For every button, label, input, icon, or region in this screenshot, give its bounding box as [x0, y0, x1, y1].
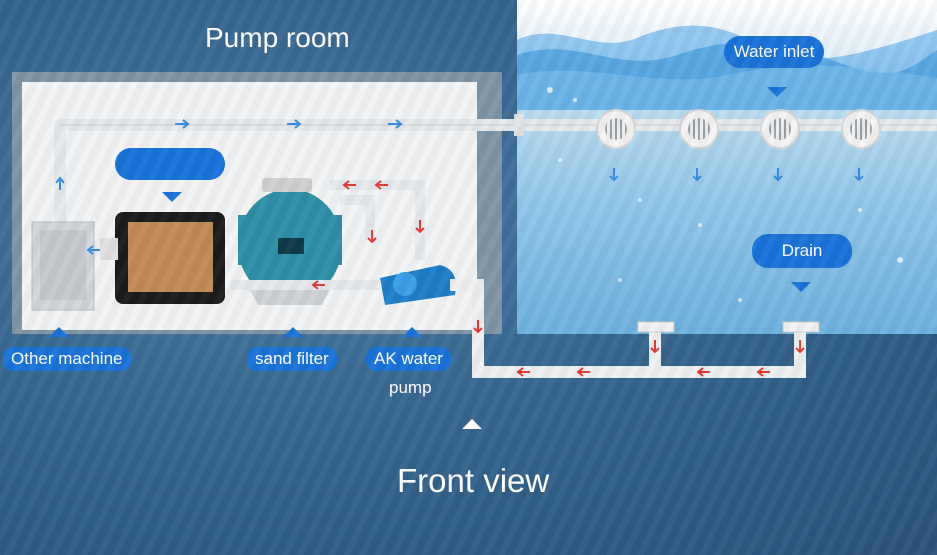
blank-label-pill: [115, 148, 225, 180]
return-flow-arrows: [311, 180, 805, 377]
triangle-pointer-icon: [283, 327, 303, 337]
triangle-pointer-icon: [767, 87, 787, 97]
return-pipe: [450, 279, 806, 378]
drain-fitting-1: [637, 321, 675, 333]
pump-label-line2: pump: [389, 378, 432, 397]
triangle-pointer-icon: [791, 282, 811, 292]
pump-label-line1: AK water: [366, 347, 451, 371]
triangle-pointer-icon: [462, 419, 482, 429]
water-surface-wave: [517, 25, 937, 110]
triangle-pointer-icon: [402, 327, 422, 337]
triangle-pointer-icon: [162, 192, 182, 202]
triangle-pointer-icon: [49, 327, 69, 337]
bubbles: [547, 87, 903, 302]
other-machine-label: Other machine: [3, 347, 131, 371]
drain-fitting-2: [782, 321, 820, 333]
inlet-nozzle-icon: [760, 109, 800, 149]
inlet-nozzle-icon: [679, 109, 719, 149]
water-inlet-label: Water inlet: [724, 36, 824, 68]
inlet-nozzle-icon: [841, 109, 881, 149]
front-view-caption: Front view: [397, 462, 550, 499]
sand-filter-label: sand filter: [247, 347, 337, 371]
wall-fitting: [514, 114, 524, 136]
pump-room-title: Pump room: [205, 22, 350, 53]
drain-label: Drain: [752, 234, 852, 268]
water-pump-body: [380, 265, 456, 305]
supply-flow-arrows: [55, 119, 864, 255]
inlet-nozzle-icon: [596, 109, 636, 149]
